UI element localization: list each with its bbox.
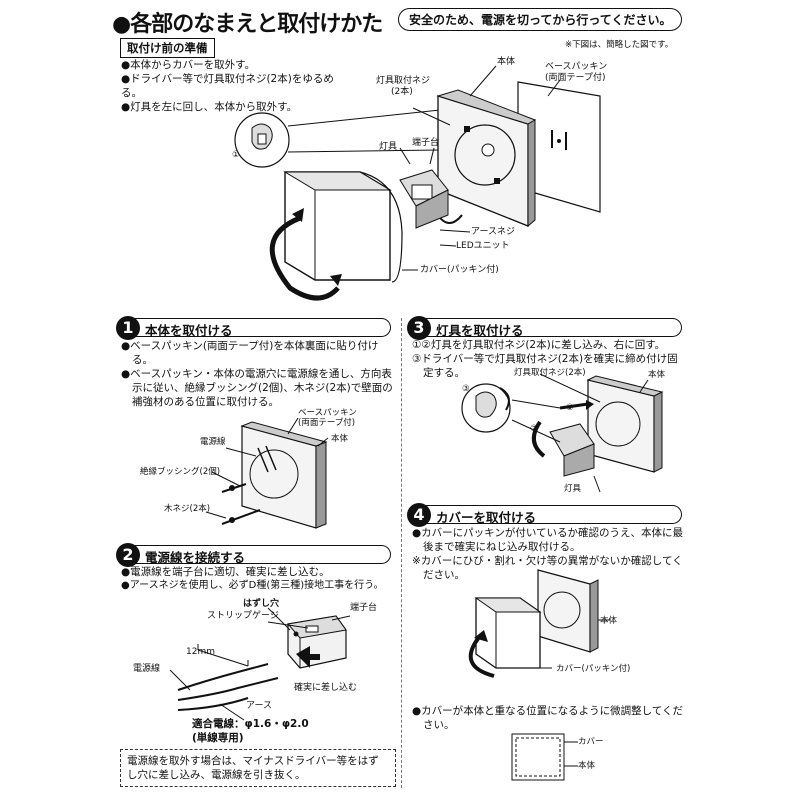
label-s1-wood-screw: 木ネジ(2本) <box>164 504 211 514</box>
label-earth-screw: アースネジ <box>471 227 516 237</box>
wire-spec-type: (単線専用) <box>192 732 244 744</box>
label-terminal: 端子台 <box>412 138 440 148</box>
wire-spec: 適合電線：φ1.6・φ2.0 <box>192 716 309 731</box>
list-item: ●ベースパッキン(両面テープ付)を本体裏面に貼り付ける。 <box>121 340 379 366</box>
step1-number: 1 <box>116 316 140 340</box>
list-item: ●アースネジを使用し、必ずD種(第三種)接地工事を行う。 <box>121 580 384 591</box>
list-item: ●電源線を端子台に適切、確実に差し込む。 <box>121 566 330 578</box>
label-s1-power-wire: 電源線 <box>200 437 226 447</box>
list-item: ●本体からカバーを取外す。 <box>121 59 256 71</box>
label-led-unit: LEDユニット <box>456 241 510 251</box>
removal-note: 電源線を取外す場合は、マイナスドライバー等をはずし穴に差し込み、電源線を引き抜く… <box>120 749 396 787</box>
label-s4-honntai: 本体 <box>600 616 618 626</box>
list-item: ③ドライバー等で灯具取付ネジ(2本)を確実に締め付け固定する。 <box>412 353 678 379</box>
label-s1-packing-sub: (両面テープ付) <box>298 418 356 428</box>
label-s3-honntai: 本体 <box>648 370 666 380</box>
label-lamp-screw-count: (2本) <box>391 87 413 97</box>
label-strip-gauge: ストリップゲージ <box>207 611 279 621</box>
exploded-diagram <box>234 65 601 301</box>
label-s3-lamp: 灯具 <box>564 484 582 494</box>
label-base-packing: ベースパッキン <box>545 62 608 72</box>
prep-list: ●本体からカバーを取外す。 ●ドライバー等で灯具取付ネジ(2本)をゆるめる。 ●… <box>121 58 351 114</box>
list-item: ●ドライバー等で灯具取付ネジ(2本)をゆるめる。 <box>121 73 334 99</box>
label-s1-honntai: 本体 <box>331 434 349 444</box>
label-insert: 確実に差し込む <box>294 683 358 693</box>
label-adj-cover: カバー <box>578 737 604 747</box>
adjust-diagram <box>511 733 578 781</box>
safety-notice: 安全のため、電源を切ってから行ってください。 <box>398 8 683 31</box>
label-s1-packing: ベースパッキン <box>298 408 357 418</box>
label-cover: カバー(パッキン付) <box>420 265 499 275</box>
label-release-hole: はずし穴 <box>243 599 280 609</box>
wire-spec-label: 適合電線： <box>192 718 245 730</box>
step3-list: ①②灯具を灯具取付ネジ(2本)に差し込み、右に回す。 ③ドライバー等で灯具取付ネ… <box>412 338 684 380</box>
step2-diagram <box>169 607 351 721</box>
step4-title: カバーを取付ける <box>436 510 537 525</box>
mark-1: ① <box>566 403 574 413</box>
list-item: ※カバーにひび・割れ・欠け等の異常がないか確認してください。 <box>412 555 683 581</box>
step2-number: 2 <box>116 543 140 567</box>
label-s2-terminal: 端子台 <box>350 603 378 613</box>
step4-number: 4 <box>407 503 431 527</box>
step1-header: 1 本体を取付ける <box>116 316 391 340</box>
step-mark: ① <box>232 150 240 160</box>
label-s4-cover: カバー(パッキン付) <box>556 664 631 674</box>
step2-header: 2 電源線を接続する <box>116 543 391 567</box>
step3-number: 3 <box>407 316 431 340</box>
list-item: ①②灯具を灯具取付ネジ(2本)に差し込み、右に回す。 <box>412 339 666 351</box>
page-title: ●各部のなまえと取付けかた <box>112 12 383 37</box>
step3-header: 3 灯具を取付ける <box>407 316 682 340</box>
list-item: ●ベースパッキン・本体の電源穴に電源線を通し、方向表示に従い、絶縁ブッシング(2… <box>121 368 393 408</box>
step1-diagram <box>205 417 329 529</box>
label-s3-screw: 灯具取付ネジ(2本) <box>514 368 586 378</box>
step1-list: ●ベースパッキン(両面テープ付)を本体裏面に貼り付ける。 ●ベースパッキン・本体… <box>121 339 393 409</box>
label-earth: アース <box>246 701 273 711</box>
step2-list: ●電源線を端子台に適切、確実に差し込む。 ●アースネジを使用し、必ずD種(第三種… <box>121 565 401 593</box>
step4-list: ●カバーにパッキンが付いているか確認のうえ、本体に最後まで確実にねじ込み取付ける… <box>412 526 684 582</box>
label-length: 12mm <box>186 647 215 657</box>
mark-2: ② <box>530 424 538 434</box>
step2-title: 電源線を接続する <box>145 550 246 565</box>
list-item: ●カバーにパッキンが付いているか確認のうえ、本体に最後まで確実にねじ込み取付ける… <box>412 527 684 553</box>
label-base-packing-sub: (両面テープ付) <box>545 73 606 83</box>
list-item: ●灯具を左に回し、本体から取外す。 <box>121 101 298 113</box>
label-s1-bushing: 絶縁ブッシング(2個) <box>140 467 221 477</box>
step1-title: 本体を取付ける <box>145 323 233 338</box>
prep-label: 取付け前の準備 <box>120 38 215 58</box>
label-adj-honntai: 本体 <box>578 761 596 771</box>
column-divider <box>401 318 402 788</box>
label-honntai: 本体 <box>497 57 516 67</box>
step3-title: 灯具を取付ける <box>436 323 524 338</box>
step4-header: 4 カバーを取付ける <box>407 503 682 527</box>
wire-spec-value: φ1.6・φ2.0 <box>244 718 309 730</box>
label-lamp-screw: 灯具取付ネジ <box>376 76 431 86</box>
adjust-note: ●カバーが本体と重なる位置になるように微調整してください。 <box>412 705 684 731</box>
step4-diagram <box>468 569 610 678</box>
step3-diagram <box>461 373 664 493</box>
label-s2-power-wire: 電源線 <box>133 664 161 674</box>
simplified-note: ※下図は、簡略した図です。 <box>565 40 674 50</box>
mark-3: ③ <box>462 384 470 394</box>
label-lamp: 灯具 <box>379 142 398 152</box>
